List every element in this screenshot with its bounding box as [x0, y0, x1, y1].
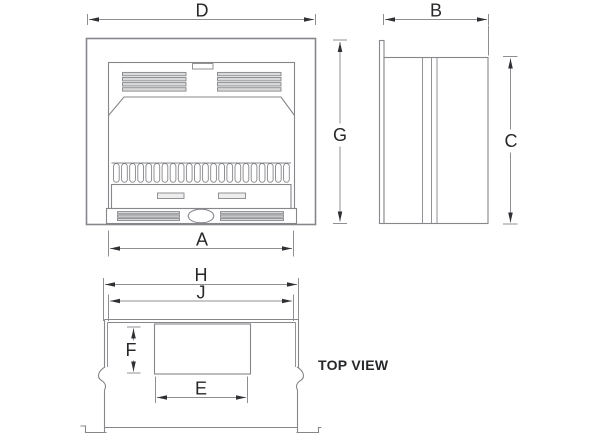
- grate-tooth: [194, 163, 201, 183]
- control-slot-right: [218, 192, 246, 199]
- control-panel: [110, 183, 292, 210]
- side-front-flange: [378, 39, 385, 225]
- dimension-e: E: [155, 376, 248, 403]
- grate-tooth: [226, 163, 234, 183]
- dimension-d: D: [87, 1, 316, 25]
- top-vent-right: [217, 71, 282, 92]
- grate-tooth: [113, 163, 120, 183]
- grate-tooth: [275, 163, 282, 183]
- dim-label-j: J: [197, 283, 206, 303]
- grate-tooth: [242, 163, 250, 183]
- grate-tooth: [145, 163, 153, 183]
- dim-label-c: C: [505, 131, 518, 151]
- front-view: [85, 37, 317, 226]
- firebox-top-outline: [153, 323, 252, 375]
- grate: [111, 162, 291, 183]
- dimension-g: G: [333, 39, 347, 224]
- break-mark-left: [98, 366, 107, 391]
- dimension-h: H: [103, 265, 299, 321]
- dimension-c: C: [503, 56, 518, 225]
- grate-tooth: [234, 163, 242, 183]
- control-slot-left: [157, 192, 185, 199]
- dim-label-h: H: [195, 265, 208, 285]
- top-vent-left: [122, 71, 187, 92]
- bottom-knob-oval: [187, 208, 215, 224]
- grate-tooth: [121, 163, 128, 183]
- grate-tooth: [129, 163, 136, 183]
- grate-teeth: [113, 163, 290, 183]
- mount-flange-right: [296, 426, 322, 434]
- grate-tooth: [137, 163, 144, 183]
- dim-label-g: G: [333, 125, 347, 145]
- dim-label-b: B: [430, 1, 442, 21]
- top-view: H J F: [80, 265, 389, 434]
- dimension-j: J: [108, 283, 294, 321]
- grate-tooth: [161, 163, 169, 183]
- grate-tooth: [210, 163, 217, 183]
- firebox-opening-top: [108, 96, 295, 116]
- pilot-window: [192, 63, 214, 70]
- dim-label-d: D: [196, 1, 209, 21]
- grate-tooth: [250, 163, 258, 183]
- dim-label-f: F: [126, 340, 137, 360]
- dimension-b: B: [383, 1, 489, 56]
- bottom-louvers-right: [220, 211, 284, 222]
- grate-tooth: [177, 163, 185, 183]
- mount-flange-left: [80, 425, 107, 434]
- side-view: [378, 39, 489, 225]
- grate-tooth: [202, 163, 209, 183]
- bottom-louvers-left: [117, 211, 180, 222]
- dimension-f: F: [126, 326, 141, 374]
- dimension-a: A: [108, 230, 294, 257]
- break-mark-right: [295, 366, 304, 391]
- side-body: [383, 56, 489, 225]
- grate-tooth: [266, 163, 274, 183]
- grate-tooth: [185, 163, 193, 183]
- grate-tooth: [218, 163, 225, 183]
- grate-tooth: [153, 163, 161, 183]
- dim-label-e: E: [195, 379, 207, 399]
- grate-tooth: [169, 163, 177, 183]
- grate-tooth: [283, 163, 290, 183]
- grate-tooth: [258, 163, 266, 183]
- top-view-caption: TOP VIEW: [318, 357, 389, 373]
- dim-label-a: A: [196, 230, 208, 250]
- side-body-seams: [422, 57, 438, 224]
- top-view-outline: [80, 318, 322, 434]
